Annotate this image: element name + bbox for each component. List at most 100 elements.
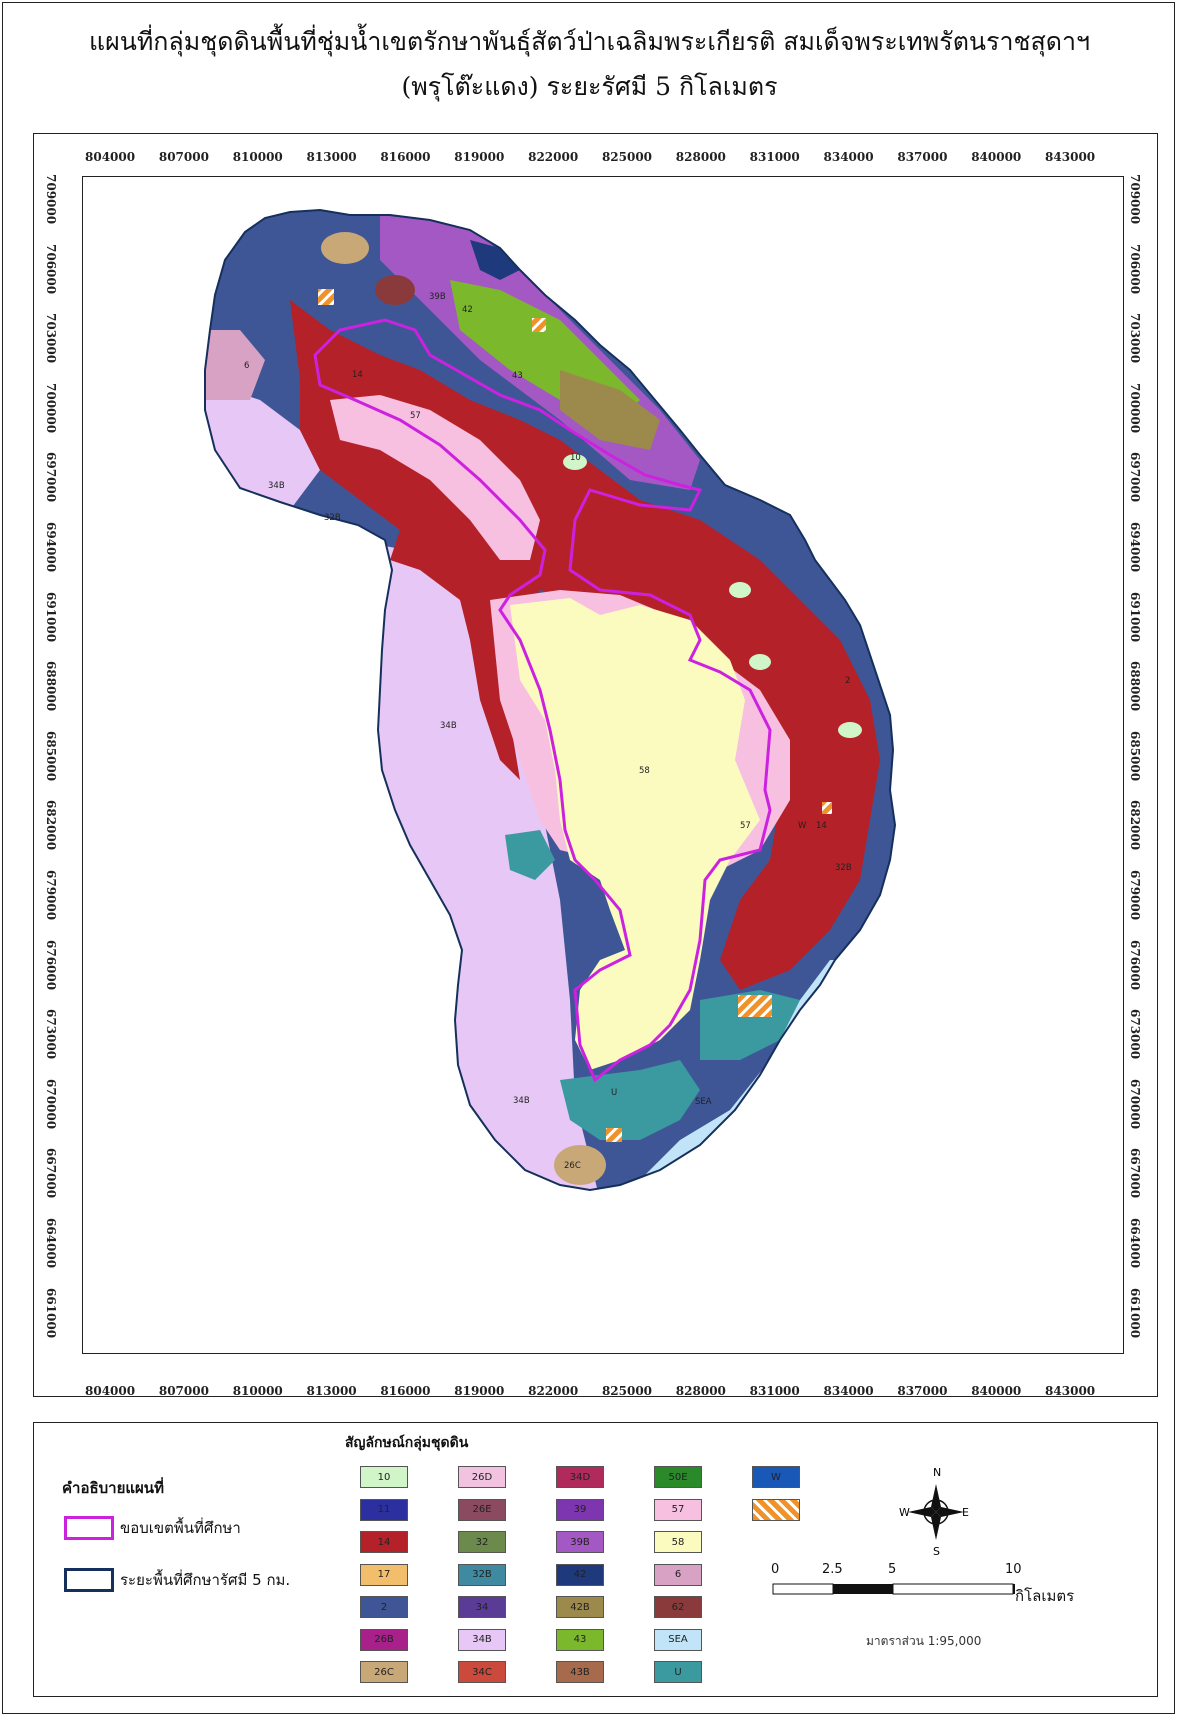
north-arrow: N E S W [899, 1466, 969, 1556]
soil-swatch: SEA [654, 1628, 702, 1651]
soil-swatch: 34 [458, 1596, 506, 1618]
soil-swatch: 62 [654, 1596, 702, 1618]
soil-code: 11 [377, 1504, 391, 1515]
east-label: E [962, 1506, 969, 1519]
x-tick-label: 819000 [454, 150, 505, 164]
soil-62-patch [375, 275, 415, 305]
legend-item-label: ระยะพื้นที่ศึกษารัศมี 5 กม. [120, 1571, 291, 1589]
y-tick-label: 703000 [44, 313, 58, 364]
soil-6-nw [205, 330, 265, 400]
soil-swatch: 17 [360, 1563, 408, 1586]
x-tick-label: 837000 [897, 150, 948, 164]
x-tick-label: 828000 [675, 1384, 726, 1398]
mine-patch-1 [318, 289, 334, 305]
x-tick-label: 804000 [85, 1384, 136, 1398]
soil-swatch: 26B [360, 1628, 408, 1651]
soil-26C-patch [554, 1145, 606, 1185]
soil-code: 39 [573, 1504, 587, 1515]
soil-26C-north [321, 232, 369, 264]
map-label-58: 58 [639, 766, 650, 776]
y-tick-label: 697000 [1128, 452, 1142, 503]
map-label-2: 2 [845, 676, 850, 686]
legend-heading: คำอธิบายแผนที่ [62, 1479, 164, 1497]
map-label-6: 6 [244, 361, 249, 371]
y-tick-label: 673000 [1128, 1009, 1142, 1060]
x-tick-label: 816000 [380, 1384, 431, 1398]
map-label-14: 14 [352, 370, 363, 380]
y-tick-label: 676000 [44, 939, 58, 990]
x-tick-label: 843000 [1045, 150, 1096, 164]
y-tick-label: 688000 [1128, 661, 1142, 712]
west-label: W [899, 1506, 910, 1519]
scale-label-10: 10 [1005, 1562, 1022, 1577]
y-tick-label: 682000 [1128, 800, 1142, 851]
x-tick-label: 813000 [306, 1384, 357, 1398]
soil-code: 43 [573, 1634, 587, 1645]
soil-code: 17 [377, 1569, 391, 1580]
x-tick-label: 834000 [823, 1384, 874, 1398]
y-tick-label: 661000 [44, 1287, 58, 1338]
y-tick-label: 691000 [1128, 591, 1142, 642]
soil-legend-heading: สัญลักษณ์กลุ่มชุดดิน [345, 1435, 469, 1451]
map-label-14b: 14 [816, 821, 827, 831]
soil-swatch: 39 [556, 1498, 604, 1521]
map-title-line1: แผนที่กลุ่มชุดดินพื้นที่ชุ่มน้ำเขตรักษาพ… [88, 27, 1091, 56]
y-tick-label: 691000 [44, 591, 58, 642]
soil-34B-west [370, 545, 600, 1190]
y-tick-label: 673000 [44, 1009, 58, 1060]
soil-swatch: 26D [458, 1466, 506, 1488]
soil-swatch: 42B [556, 1596, 604, 1618]
soil-code: 10 [377, 1471, 391, 1483]
soil-swatch: 50E [654, 1466, 702, 1488]
x-tick-label: 840000 [971, 150, 1022, 164]
y-tick-label: 694000 [44, 522, 58, 573]
soil-code: 14 [377, 1536, 391, 1548]
soil-swatch [752, 1498, 800, 1521]
x-tick-label: 807000 [158, 1384, 209, 1398]
y-tick-label: 706000 [1128, 243, 1142, 294]
y-tick-label: 697000 [44, 452, 58, 503]
soil-10-patch3 [563, 454, 587, 470]
x-tick-label: 816000 [380, 150, 431, 164]
soil-map: 58 57 57 14 14 34B 34B 34B 2 32B 32B 6 4… [204, 208, 897, 1192]
x-tick-label: 825000 [601, 1384, 653, 1398]
soil-code: W [771, 1471, 781, 1483]
map-label-34B-west: 34B [440, 721, 457, 731]
x-tick-label: 822000 [528, 1384, 579, 1398]
soil-code: 32 [475, 1536, 489, 1548]
soil-swatch: 43B [556, 1661, 604, 1683]
soil-code: 42B [570, 1601, 590, 1613]
map-frame [33, 133, 1158, 1397]
soil-code: 34B [472, 1634, 492, 1645]
y-tick-label: 679000 [1128, 870, 1142, 921]
map-label-W: W [798, 821, 807, 831]
soil-U-west [505, 830, 555, 880]
soil-code: 34C [472, 1666, 492, 1678]
soil-code: 34D [569, 1471, 591, 1483]
south-label: S [933, 1545, 940, 1556]
x-tick-label: 825000 [601, 150, 653, 164]
soil-swatch: 57 [654, 1498, 702, 1521]
soil-swatch: 34B [458, 1628, 506, 1651]
x-tick-label: 807000 [158, 150, 209, 164]
soil-swatch: 6 [654, 1563, 702, 1586]
y-tick-label: 706000 [44, 243, 58, 294]
map-label-34B-south: 34B [513, 1096, 530, 1106]
soil-10-patch2 [729, 582, 751, 598]
y-tick-label: 679000 [44, 870, 58, 921]
study-area-boundary [313, 318, 772, 1083]
soil-code: 43B [570, 1666, 590, 1678]
mine-patch-5 [822, 802, 832, 814]
map-label-57: 57 [410, 411, 421, 421]
map-neatline [82, 176, 1124, 1354]
map-label-42: 42 [462, 305, 473, 315]
legend-item-label: ขอบเขตพื้นที่ศึกษา [120, 1519, 241, 1537]
soil-swatch: 58 [654, 1531, 702, 1553]
buffer-swatch [64, 1568, 114, 1592]
x-tick-label: 822000 [528, 150, 579, 164]
y-tick-label: 667000 [1128, 1148, 1142, 1199]
soil-code: SEA [668, 1634, 688, 1645]
y-tick-label: 709000 [44, 174, 58, 225]
scale-label-5: 5 [888, 1562, 897, 1577]
x-tick-label: 831000 [749, 1384, 800, 1398]
